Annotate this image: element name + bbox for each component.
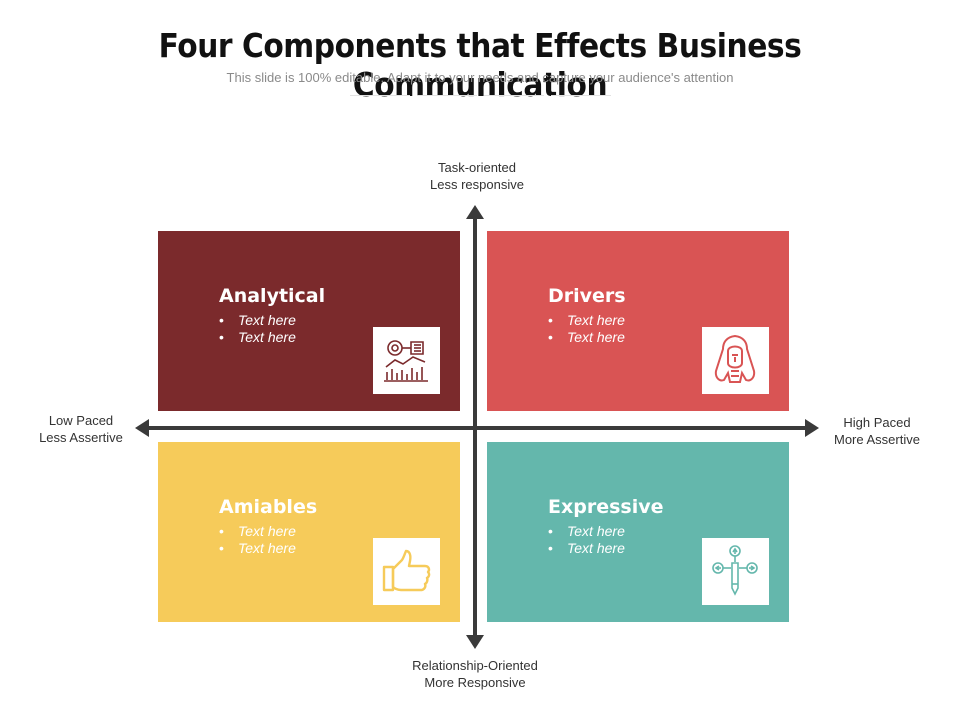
analytics-chart-icon	[373, 327, 440, 394]
thumbs-up-icon	[373, 538, 440, 605]
page-title: Four Components that Effects Business Co…	[158, 26, 802, 104]
bullet-item: Text here	[219, 312, 296, 329]
bullet-list: Text here Text here	[548, 312, 625, 346]
bullet-item: Text here	[219, 540, 296, 557]
bullet-item: Text here	[548, 540, 625, 557]
quadrant-amiables: Amiables Text here Text here	[158, 442, 460, 622]
quadrant-title: Expressive	[548, 496, 664, 518]
bullet-item: Text here	[548, 329, 625, 346]
quadrant-expressive: Expressive Text here Text here	[487, 442, 789, 622]
quadrant-drivers: Drivers Text here Text here	[487, 231, 789, 411]
bullet-item: Text here	[219, 329, 296, 346]
bullet-list: Text here Text here	[219, 312, 296, 346]
pharaoh-head-icon	[702, 327, 769, 394]
quadrant-title: Drivers	[548, 285, 626, 307]
directions-pen-icon	[702, 538, 769, 605]
bullet-item: Text here	[548, 523, 625, 540]
axis-label-bottom: Relationship-Oriented More Responsive	[412, 658, 538, 690]
quadrant-analytical: Analytical Text here Text here	[158, 231, 460, 411]
bullet-list: Text here Text here	[548, 523, 625, 557]
page-subtitle: This slide is 100% editable. Adapt it to…	[226, 70, 734, 85]
quadrant-title: Amiables	[219, 496, 318, 518]
quadrant-title: Analytical	[219, 285, 326, 307]
bullet-list: Text here Text here	[219, 523, 296, 557]
bullet-item: Text here	[548, 312, 625, 329]
axis-label-top: Task-oriented Less responsive	[430, 160, 524, 192]
axis-label-left: Low Paced Less Assertive	[39, 413, 123, 445]
bullet-item: Text here	[219, 523, 296, 540]
axis-label-right: High Paced More Assertive	[834, 415, 920, 447]
